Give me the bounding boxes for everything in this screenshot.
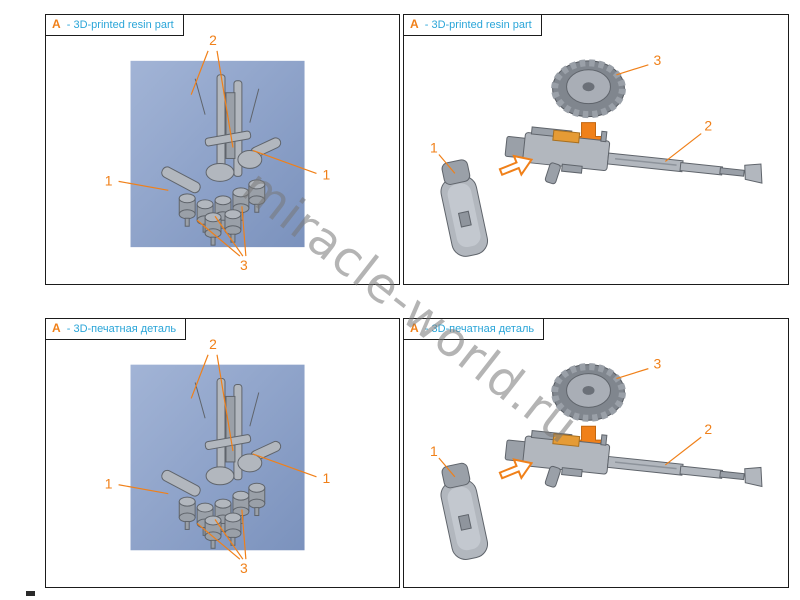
part-letter: A bbox=[410, 17, 419, 31]
panel-label: A - 3D-печатная деталь bbox=[404, 319, 545, 340]
part-letter: A bbox=[52, 321, 61, 335]
part-letter: A bbox=[410, 321, 419, 335]
panel-gun-assembly-en: A - 3D-printed resin part bbox=[403, 14, 789, 285]
panel-resin-sprue-ru: A - 3D-печатная деталь bbox=[45, 318, 400, 588]
panel-label: A - 3D-printed resin part bbox=[46, 15, 184, 36]
panel-label: A - 3D-печатная деталь bbox=[46, 319, 187, 340]
panel-resin-sprue-en: A - 3D-printed resin part bbox=[45, 14, 400, 285]
gun-assembly-illustration bbox=[404, 15, 788, 284]
part-letter: A bbox=[52, 17, 61, 31]
gun-assembly-illustration bbox=[404, 319, 788, 587]
resin-sprue-illustration bbox=[46, 15, 399, 284]
part-label-text: - 3D-печатная деталь bbox=[66, 323, 177, 335]
part-label-text: - 3D-printed resin part bbox=[66, 19, 174, 31]
corner-mark bbox=[26, 591, 35, 596]
resin-sprue-illustration bbox=[46, 319, 399, 587]
part-label-text: - 3D-печатная деталь bbox=[424, 323, 535, 335]
panel-label: A - 3D-printed resin part bbox=[404, 15, 542, 36]
part-label-text: - 3D-printed resin part bbox=[424, 19, 532, 31]
panel-gun-assembly-ru: A - 3D-печатная деталь bbox=[403, 318, 789, 588]
